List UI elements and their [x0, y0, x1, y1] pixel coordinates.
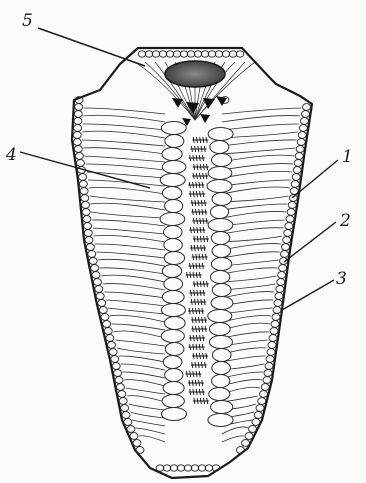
cambium-cell: [208, 128, 233, 141]
cambium-cell: [161, 304, 185, 317]
cambium-cell: [164, 252, 184, 265]
cambium-cell: [212, 349, 231, 362]
cambium-cell: [163, 356, 182, 369]
cambium-cell: [162, 161, 186, 174]
cambium-cell: [212, 362, 231, 375]
cambium-cell: [211, 401, 233, 414]
cambium-cell: [209, 323, 230, 336]
cambium-cell: [207, 180, 232, 193]
callout-label-1: 1: [342, 147, 353, 167]
cambium-cell: [210, 206, 228, 219]
cambium-cell: [160, 174, 185, 187]
cambium-cell: [165, 135, 184, 148]
cambium-cell: [210, 271, 229, 284]
cambium-cell: [165, 200, 183, 213]
cambium-cell: [161, 408, 186, 421]
cambium-cell: [162, 395, 184, 408]
callout-label-3: 3: [336, 269, 347, 289]
cambium-cell: [208, 310, 232, 323]
cambium-cell: [161, 330, 184, 343]
cambium-cell: [208, 167, 232, 180]
cambium-cell: [211, 154, 231, 167]
leader-line-3: [282, 280, 334, 310]
cambium-cell: [208, 219, 233, 232]
cambium-cell: [212, 245, 231, 258]
cambium-cell: [162, 291, 184, 304]
callout-label-2: 2: [339, 211, 351, 231]
cambium-cell: [212, 375, 230, 388]
cambium-cell: [162, 187, 181, 200]
cambium-cell: [165, 369, 183, 382]
cambium-cell: [163, 382, 184, 395]
section-outline: [72, 48, 312, 478]
cambium-cell: [209, 388, 230, 401]
cambium-cell: [212, 284, 231, 297]
cambium-cell: [164, 239, 183, 252]
cambium-cell: [164, 226, 182, 239]
callout-label-5: 5: [22, 11, 33, 31]
cambium-cell: [162, 148, 182, 161]
cambium-cell: [162, 265, 181, 278]
cambium-cell: [209, 336, 232, 349]
cambium-cell: [208, 414, 233, 427]
cambium-cell: [164, 317, 185, 330]
leader-line-5: [38, 28, 145, 66]
cambium-cell: [211, 258, 231, 271]
cambium-cell: [165, 343, 184, 356]
cambium-cell: [212, 193, 231, 206]
cambium-cell: [161, 122, 186, 135]
cambium-cell: [211, 297, 233, 310]
cambium-cell: [210, 141, 229, 154]
apical-dark-mass: [165, 61, 225, 87]
cambium-cell: [211, 232, 229, 245]
cambium-cell: [160, 213, 185, 226]
callout-label-4: 4: [5, 145, 17, 165]
cambium-cell: [164, 278, 183, 291]
